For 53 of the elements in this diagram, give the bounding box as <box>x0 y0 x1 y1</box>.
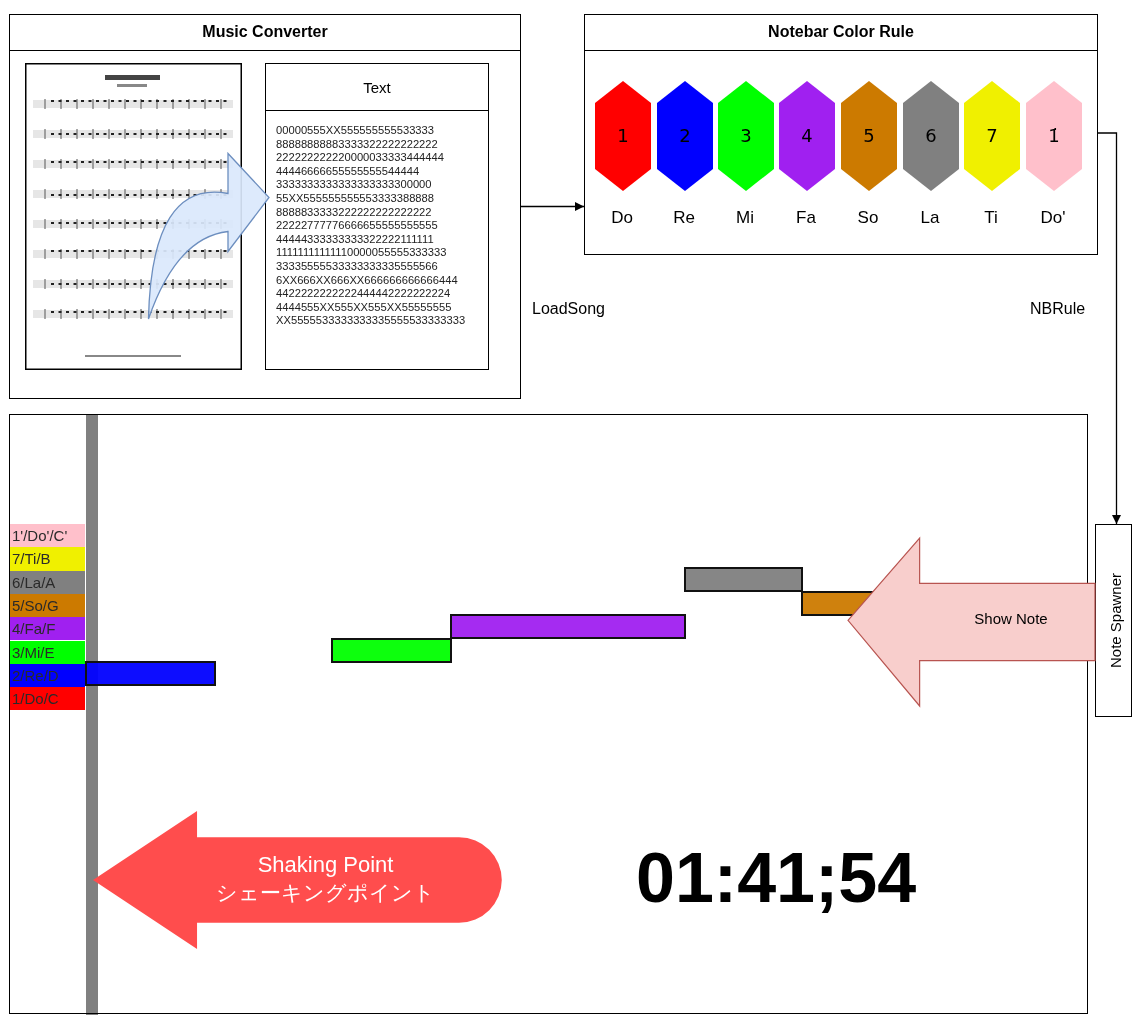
arrow-label: Show Note <box>973 610 1049 628</box>
conversion-arrow <box>147 152 270 320</box>
note-number: 5 <box>862 125 876 146</box>
note-hexagon <box>964 81 1020 191</box>
converter-panel <box>9 14 521 399</box>
note-number: 1 <box>616 125 630 146</box>
note-number: 1̇ <box>1047 125 1061 146</box>
game-area <box>9 414 1088 1014</box>
solfege-label: So <box>856 208 880 228</box>
panel-title: Notebar Color Rule <box>767 23 915 41</box>
note-number: 2 <box>678 125 692 146</box>
note-hexagon <box>718 81 774 191</box>
arrow-label: Shaking Point <box>256 852 395 879</box>
solfege-label: Re <box>672 208 696 228</box>
note-hexagon <box>903 81 959 191</box>
note-number: 3 <box>739 125 753 146</box>
legend-label: 3/Mi/E <box>12 643 55 661</box>
note-hexagon <box>595 81 651 191</box>
legend-label: 7/Ti/B <box>12 550 51 568</box>
note-hexagon <box>779 81 835 191</box>
note-hexagon <box>1026 81 1082 191</box>
note-number: 6 <box>924 125 938 146</box>
spawner-box <box>1095 524 1132 717</box>
note-hexagon <box>657 81 713 191</box>
arrow <box>1097 132 1121 525</box>
panel-title: Text <box>362 79 392 96</box>
arrow <box>520 202 585 211</box>
legend-label: 1/Do/C <box>12 690 59 708</box>
legend-label: 2/Re/D <box>12 666 59 684</box>
legend-label: 5/So/G <box>12 596 59 614</box>
legend-label: 1'/Do'/C' <box>12 527 68 544</box>
arrow-sublabel: シェーキングポイント <box>215 880 437 907</box>
text-panel <box>265 63 489 370</box>
converted-digits: 00000555XX555555555533333 88888888883333322222222222 222222222220000033333444444 44446666655555555544444 3333333333333333333300000 55XX555555555553333388888 8888833333222222222222222 22222777776666655555555555 44444333333333322222111111 11111111111110000055555333333 33335555533333333335555566 6XX666XX666XX666666666666444 4422222222222444442222222224 4444555XX555XX555XX55555555 XX5555533333333335555533333333 <box>276 124 467 328</box>
note-number: 7 <box>985 125 999 146</box>
solfege-label: Fa <box>795 208 817 228</box>
timer-text: 01:41;54 <box>636 838 917 918</box>
legend-label: 6/La/A <box>12 573 56 591</box>
note-number: 4 <box>800 125 814 146</box>
solfege-label: Mi <box>735 208 755 228</box>
connector-name: LoadSong <box>532 300 605 318</box>
note-hexagon <box>841 81 897 191</box>
solfege-label: La <box>919 208 941 228</box>
solfege-label: Ti <box>983 208 999 228</box>
color-rule-panel <box>584 14 1098 255</box>
picture <box>25 63 242 370</box>
solfege-label: Do' <box>1039 208 1067 228</box>
connector-name: NBRule <box>1030 300 1086 318</box>
legend-label: 4/Fa/F <box>12 620 56 638</box>
solfege-label: Do <box>610 208 634 228</box>
shaking-point-arrow <box>93 811 501 949</box>
spawner-label: Note Spawner <box>1106 571 1123 670</box>
panel-title: Music Converter <box>201 23 329 41</box>
